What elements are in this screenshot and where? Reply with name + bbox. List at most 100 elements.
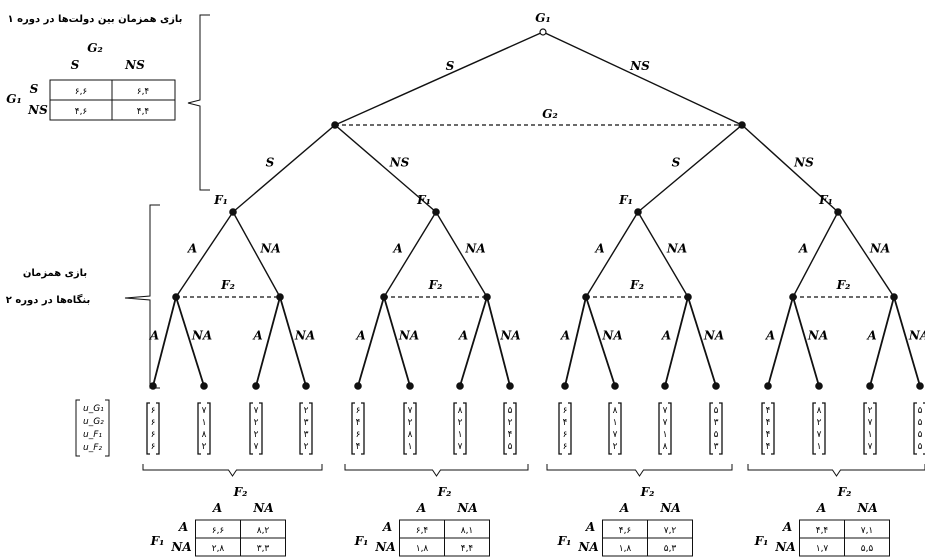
payoff-value: ۶ (356, 406, 361, 416)
f1-node-2 (432, 208, 440, 216)
edge-label-f1-4-na: NA (869, 242, 890, 256)
firm-matrix-cell: ۱,۸ (416, 544, 429, 554)
payoff-value: ۸ (663, 442, 668, 452)
edge-f1-1-a (175, 211, 234, 298)
payoff-value: ۶ (356, 430, 361, 440)
payoff-value: ۸ (202, 430, 207, 440)
payoff-value: ۲ (202, 442, 207, 452)
leaf-node-16 (916, 382, 924, 390)
period1-title: بازی همزمان بین دولت‌ها در دوره ۱ (8, 14, 183, 25)
edge-label-f2-7-a: A (765, 329, 775, 343)
payoff-value: ۸ (408, 430, 413, 440)
payoff-value: ۸ (613, 406, 618, 416)
payoff-value: ۲ (613, 442, 618, 452)
payoff-label-f1: u_F₁ (83, 430, 102, 440)
g2-node-2 (738, 121, 746, 129)
firm-matrix-col-na: NA (456, 501, 477, 515)
payoff-value: ۷ (254, 442, 259, 452)
leaf-node-9 (561, 382, 569, 390)
f2-info-label-2: F₂ (428, 278, 443, 292)
f1-node-4 (834, 208, 842, 216)
edge-label-f2-1-a: A (149, 329, 159, 343)
f2-info-label-3: F₂ (629, 278, 644, 292)
edge-label-f1-2-na: NA (464, 242, 485, 256)
payoff-value: ۷ (868, 418, 873, 428)
f2-node-4 (483, 293, 491, 301)
edge-label-f2-4-a: A (458, 329, 468, 343)
payoff-value: ۸ (458, 406, 463, 416)
firm-matrix-row-player: F₁ (150, 534, 165, 548)
edge-f2-1-na (175, 296, 205, 387)
leaf-node-11 (661, 382, 669, 390)
firm-matrix-cell: ۱,۷ (816, 544, 829, 554)
edge-label-f1-4-a: A (798, 242, 808, 256)
firm-matrix-col-na: NA (252, 501, 273, 515)
payoff-value: ۱ (817, 442, 822, 452)
payoff-value: ۷ (613, 430, 618, 440)
payoff-value: ۵ (918, 406, 923, 416)
payoff-value: ۶ (563, 430, 568, 440)
firm-matrix-cell: ۱,۸ (619, 544, 632, 554)
firm-matrix-row-na: NA (374, 540, 395, 554)
f2-node-8 (890, 293, 898, 301)
edge-f1-3-na (637, 211, 689, 298)
payoff-label-g2: u_G₂ (83, 417, 104, 427)
f1-node-1 (229, 208, 237, 216)
edge-f2-8-na (893, 296, 921, 387)
edge-label-f2-5-na: NA (601, 329, 622, 343)
payoff-value: ۷ (663, 418, 668, 428)
firm-matrix-col-na: NA (659, 501, 680, 515)
matrix1-cell-ss: ۶,۶ (75, 87, 88, 97)
f1-label-3: F₁ (618, 193, 633, 207)
edge-label-f2-8-a: A (866, 329, 876, 343)
edge-label-g2-1-ns: NS (389, 156, 410, 170)
payoff-value: ۴ (356, 442, 361, 452)
payoff-value: ۶ (151, 430, 156, 440)
edge-f2-3-na (383, 296, 411, 387)
firm-matrix-col-a: A (416, 501, 426, 515)
payoff-value: ۲ (304, 442, 309, 452)
edge-g2-1-ns (334, 124, 437, 213)
edge-label-g2-2-s: S (672, 156, 681, 170)
edge-label-f2-1-na: NA (191, 329, 212, 343)
root-node (539, 28, 547, 36)
leaf-node-5 (354, 382, 362, 390)
edge-label-root-ns: NS (629, 59, 650, 73)
edge-f2-3-a (357, 296, 385, 387)
leaf-node-15 (866, 382, 874, 390)
firm-matrix-row-a: A (178, 520, 188, 534)
edge-f2-5-na (585, 296, 616, 387)
edge-label-f2-3-na: NA (398, 329, 419, 343)
payoff-value: ۴ (766, 430, 771, 440)
edge-label-f2-6-na: NA (703, 329, 724, 343)
firm-matrix-cell: ۵,۵ (861, 544, 874, 554)
payoff-value: ۷ (458, 442, 463, 452)
leaf-node-6 (406, 382, 414, 390)
leaf-node-12 (712, 382, 720, 390)
edge-label-f2-6-a: A (661, 329, 671, 343)
firm-matrix-cell: ۴,۶ (619, 526, 632, 536)
firm-matrix-cell: ۸,۲ (257, 526, 270, 536)
payoff-value: ۸ (817, 406, 822, 416)
edge-label-f1-1-na: NA (259, 242, 280, 256)
payoff-value: ۵ (918, 430, 923, 440)
tree-nodes (149, 28, 924, 390)
firm-matrix-cell: ۵,۳ (664, 544, 677, 554)
payoff-value: ۷ (254, 406, 259, 416)
payoff-value: ۱ (613, 418, 618, 428)
edge-f2-6-na (687, 296, 717, 387)
payoff-value: ۲ (254, 418, 259, 428)
payoff-value: ۷ (408, 406, 413, 416)
matrix1-cell-sns: ۶,۴ (137, 87, 150, 97)
payoff-value: ۴ (563, 418, 568, 428)
payoff-value: ۴ (766, 406, 771, 416)
period2-bracket (124, 204, 160, 389)
firm-matrix-row-player: F₁ (557, 534, 572, 548)
edge-f1-2-na (435, 211, 488, 298)
